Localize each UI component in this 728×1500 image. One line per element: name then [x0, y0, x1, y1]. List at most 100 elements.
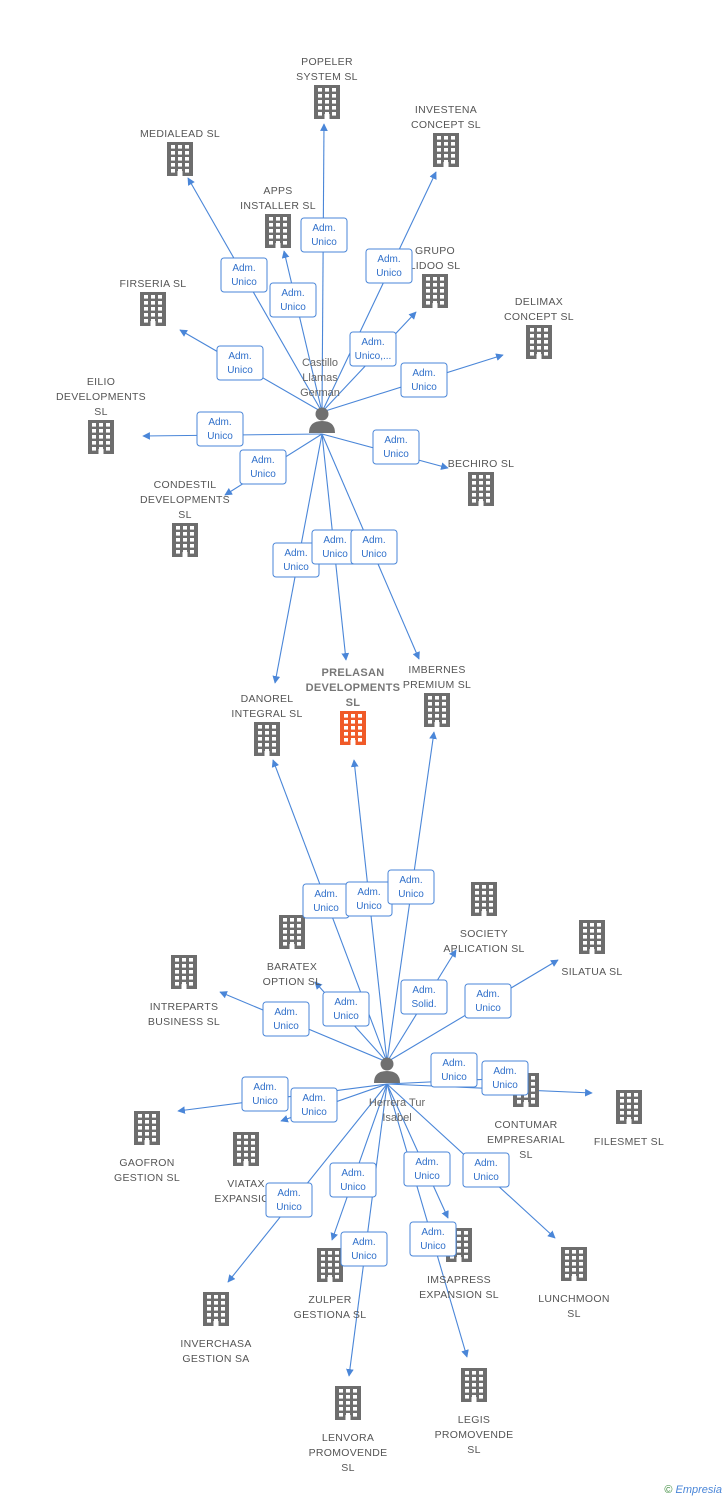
building-window: [344, 726, 348, 730]
building-icon: [468, 472, 494, 506]
role-text: Adm.Unico: [250, 455, 276, 480]
role-label-herrera-legis[interactable]: Adm.Unico: [409, 1221, 457, 1257]
role-label-castillo-prelasan[interactable]: Adm.Unico: [311, 529, 359, 565]
building-window: [479, 1389, 483, 1393]
company-node-silatua[interactable]: SILATUA SL: [561, 920, 622, 978]
role-label-herrera-danorel[interactable]: Adm.Unico: [302, 883, 350, 919]
role-label-castillo-apps[interactable]: Adm.Unico: [269, 282, 317, 318]
role-label-herrera-baratex[interactable]: Adm.Unico: [322, 991, 370, 1027]
role-line: Unico: [301, 1107, 327, 1118]
role-label-herrera-silatua[interactable]: Adm.Unico: [464, 983, 512, 1019]
building-window: [451, 136, 455, 140]
building-window: [358, 738, 362, 742]
building-window: [276, 217, 280, 221]
role-label-castillo-grupo[interactable]: Adm.Unico,...: [349, 331, 397, 367]
role-label-herrera-intreparts[interactable]: Adm.Unico: [262, 1001, 310, 1037]
building-window: [145, 1114, 149, 1118]
building-window: [472, 1377, 476, 1381]
role-label-herrera-filesmet[interactable]: Adm.Unico: [481, 1060, 529, 1096]
role-label-castillo-medialead[interactable]: Adm.Unico: [220, 257, 268, 293]
building-window: [92, 435, 96, 439]
role-label-herrera-zulper[interactable]: Adm.Unico: [329, 1162, 377, 1198]
role-label-herrera-imbernes[interactable]: Adm.Unico: [387, 869, 435, 905]
role-label-castillo-popeler[interactable]: Adm.Unico: [300, 217, 348, 253]
role-label-herrera-society[interactable]: Adm.Solid.: [400, 979, 448, 1015]
role-label-castillo-eilio[interactable]: Adm.Unico: [196, 411, 244, 447]
role-label-castillo-bechiro[interactable]: Adm.Unico: [372, 429, 420, 465]
role-label-castillo-firseria[interactable]: Adm.Unico: [216, 345, 264, 381]
building-door: [589, 949, 595, 954]
building-window: [482, 909, 486, 913]
role-label-castillo-imbernes[interactable]: Adm.Unico: [350, 529, 398, 565]
role-label-castillo-delimax[interactable]: Adm.Unico: [400, 362, 448, 398]
building-door: [523, 1102, 529, 1107]
role-label-herrera-imsapress[interactable]: Adm.Unico: [403, 1151, 451, 1187]
company-node-bechiro[interactable]: BECHIRO SL: [448, 458, 515, 506]
role-label-herrera-viatax[interactable]: Adm.Unico: [290, 1087, 338, 1123]
building-window: [457, 1237, 461, 1241]
building-window: [178, 157, 182, 161]
building-window: [627, 1111, 631, 1115]
building-window: [182, 958, 186, 962]
building-window: [565, 1250, 569, 1254]
label-line: BECHIRO SL: [448, 458, 515, 470]
building-window: [185, 157, 189, 161]
role-label-herrera-lenvora[interactable]: Adm.Unico: [340, 1231, 388, 1267]
role-label-herrera-gaofron[interactable]: Adm.Unico: [241, 1076, 289, 1112]
role-line: Adm.: [323, 535, 346, 546]
role-label-herrera-lunchmoon[interactable]: Adm.Unico: [462, 1152, 510, 1188]
role-label-castillo-condestil[interactable]: Adm.Unico: [239, 449, 287, 485]
building-window: [183, 550, 187, 554]
role-line: Adm.: [284, 548, 307, 559]
building-window: [151, 319, 155, 323]
role-label-herrera-prelasan[interactable]: Adm.Unico: [345, 881, 393, 917]
role-box: [462, 1152, 510, 1188]
label-line: CONTUMAR: [494, 1119, 557, 1131]
building-window: [339, 1401, 343, 1405]
role-label-herrera-inverchasa[interactable]: Adm.Unico: [265, 1182, 313, 1218]
role-label-herrera-contumar[interactable]: Adm.Unico: [430, 1052, 478, 1088]
company-node-medialead[interactable]: MEDIALEAD SL: [140, 128, 220, 176]
role-box: [300, 217, 348, 253]
building-window: [145, 1120, 149, 1124]
company-node-filesmet[interactable]: FILESMET SL: [594, 1090, 664, 1148]
role-label-castillo-danorel[interactable]: Adm.Unico: [272, 542, 320, 578]
building-window: [276, 235, 280, 239]
building-window: [99, 423, 103, 427]
label-line: CONCEPT SL: [411, 119, 481, 131]
building-icon: [317, 1248, 343, 1282]
company-node-firseria[interactable]: FIRSERIA SL: [120, 278, 187, 326]
role-line: Unico: [411, 382, 437, 393]
building-icon: [422, 274, 448, 308]
building-window: [472, 1395, 476, 1399]
building-window: [537, 328, 541, 332]
role-label-castillo-investena[interactable]: Adm.Unico: [365, 248, 413, 284]
building-window: [475, 891, 479, 895]
building-window: [244, 1153, 248, 1157]
